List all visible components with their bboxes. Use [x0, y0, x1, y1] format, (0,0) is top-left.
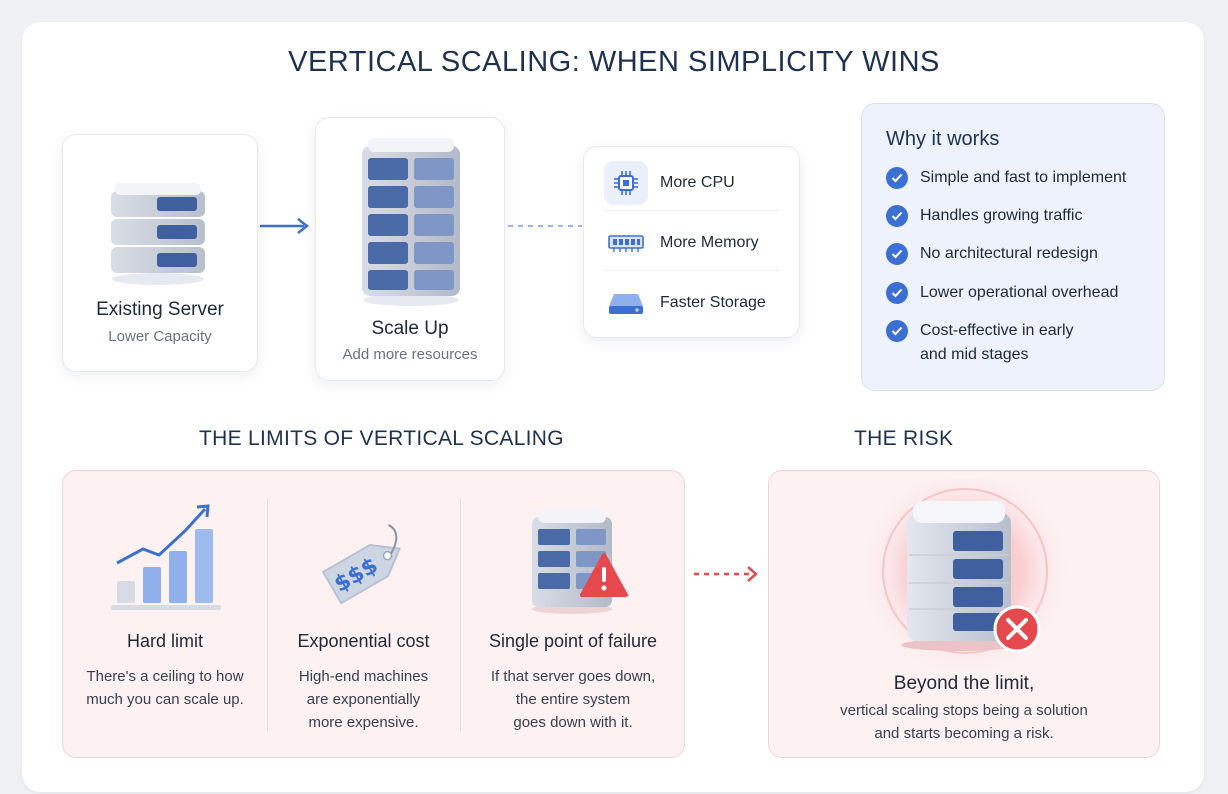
resource-row-memory: More Memory	[604, 215, 779, 271]
limit-cost-title: Exponential cost	[297, 631, 430, 651]
existing-server-card: Existing Server Lower Capacity	[62, 134, 258, 372]
desc-line: much you can scale up.	[86, 691, 244, 708]
risk-heading: THE RISK	[854, 427, 954, 450]
resource-label-memory: More Memory	[660, 233, 759, 251]
cpu-icon	[604, 160, 648, 205]
limit-spof-title: Single point of failure	[488, 631, 658, 651]
why-item: Lower operational overhead	[886, 282, 1118, 305]
column-divider	[267, 499, 268, 731]
limits-heading: THE LIMITS OF VERTICAL SCALING	[199, 427, 564, 450]
existing-server-title: Existing Server	[96, 299, 224, 320]
resource-label-storage: Faster Storage	[660, 294, 766, 311]
desc-line: vertical scaling stops being a solution	[840, 702, 1088, 719]
why-item-line: Cost-effective in early	[920, 322, 1074, 339]
limit-hard-desc: There's a ceiling to how much you can sc…	[63, 665, 267, 711]
check-icon	[886, 243, 908, 265]
failed-server-icon	[859, 479, 1071, 669]
risk-title: Beyond the limit,	[893, 673, 1035, 694]
risk-arrow-icon	[694, 566, 758, 582]
scale-up-title: Scale Up	[371, 318, 449, 339]
memory-icon	[604, 221, 648, 265]
resource-row-cpu: More CPU	[604, 155, 779, 211]
why-item-text: Cost-effective in early and mid stages	[920, 319, 1074, 367]
limits-panel: Hard limit There's a ceiling to how much…	[62, 470, 685, 758]
why-it-works-panel: Why it works Simple and fast to implemen…	[861, 103, 1165, 391]
risk-panel: Beyond the limit, vertical scaling stops…	[768, 470, 1160, 758]
check-icon	[886, 167, 908, 189]
dashed-connector	[508, 225, 582, 227]
resource-row-storage: Faster Storage	[604, 275, 779, 331]
why-item-line: and mid stages	[920, 346, 1029, 363]
page-title: VERTICAL SCALING: WHEN SIMPLICITY WINS	[288, 46, 940, 78]
why-item: Handles growing traffic	[886, 205, 1082, 228]
check-icon	[886, 282, 908, 304]
desc-line: the entire system	[515, 691, 631, 708]
resources-card: More CPU More Memory Faster Storage	[583, 146, 800, 338]
tall-server-icon	[362, 138, 460, 306]
desc-line: more expensive.	[308, 714, 419, 731]
limit-cost: $$$ Exponential cost High-end machines a…	[267, 471, 460, 757]
desc-line: goes down with it.	[513, 714, 633, 731]
bar-chart-icon	[111, 504, 221, 610]
why-it-works-title: Why it works	[886, 128, 1000, 150]
scale-up-subtitle: Add more resources	[342, 346, 478, 363]
scale-arrow-icon	[260, 218, 310, 234]
why-item: Simple and fast to implement	[886, 167, 1126, 190]
desc-line: There's a ceiling to how	[86, 668, 244, 685]
why-item-text: Lower operational overhead	[920, 284, 1119, 301]
desc-line: are exponentially	[306, 691, 421, 708]
limit-hard: Hard limit There's a ceiling to how much…	[63, 471, 267, 757]
check-icon	[886, 205, 908, 227]
desc-line: High-end machines	[298, 668, 429, 685]
limit-spof: Single point of failure If that server g…	[460, 471, 686, 757]
price-tag-icon: $$$	[322, 524, 401, 605]
check-icon	[886, 320, 908, 342]
small-server-icon	[111, 183, 205, 285]
why-item-text: Handles growing traffic	[920, 207, 1083, 224]
limit-spof-desc: If that server goes down, the entire sys…	[460, 665, 686, 734]
server-warning-icon	[532, 509, 628, 614]
why-item: Cost-effective in early and mid stages	[886, 320, 1074, 367]
why-item-text: No architectural redesign	[920, 245, 1098, 262]
existing-server-subtitle: Lower Capacity	[108, 328, 212, 345]
storage-icon	[604, 281, 648, 325]
resource-label-cpu: More CPU	[660, 173, 735, 191]
risk-desc: vertical scaling stops being a solution …	[769, 699, 1159, 745]
limit-hard-title: Hard limit	[126, 631, 203, 651]
why-item: No architectural redesign	[886, 243, 1098, 266]
why-item-text: Simple and fast to implement	[920, 169, 1127, 186]
desc-line: and starts becoming a risk.	[874, 725, 1054, 742]
limit-cost-desc: High-end machines are exponentially more…	[267, 665, 460, 734]
desc-line: If that server goes down,	[490, 668, 656, 685]
column-divider	[460, 499, 461, 731]
scale-up-card: Scale Up Add more resources	[315, 117, 505, 381]
